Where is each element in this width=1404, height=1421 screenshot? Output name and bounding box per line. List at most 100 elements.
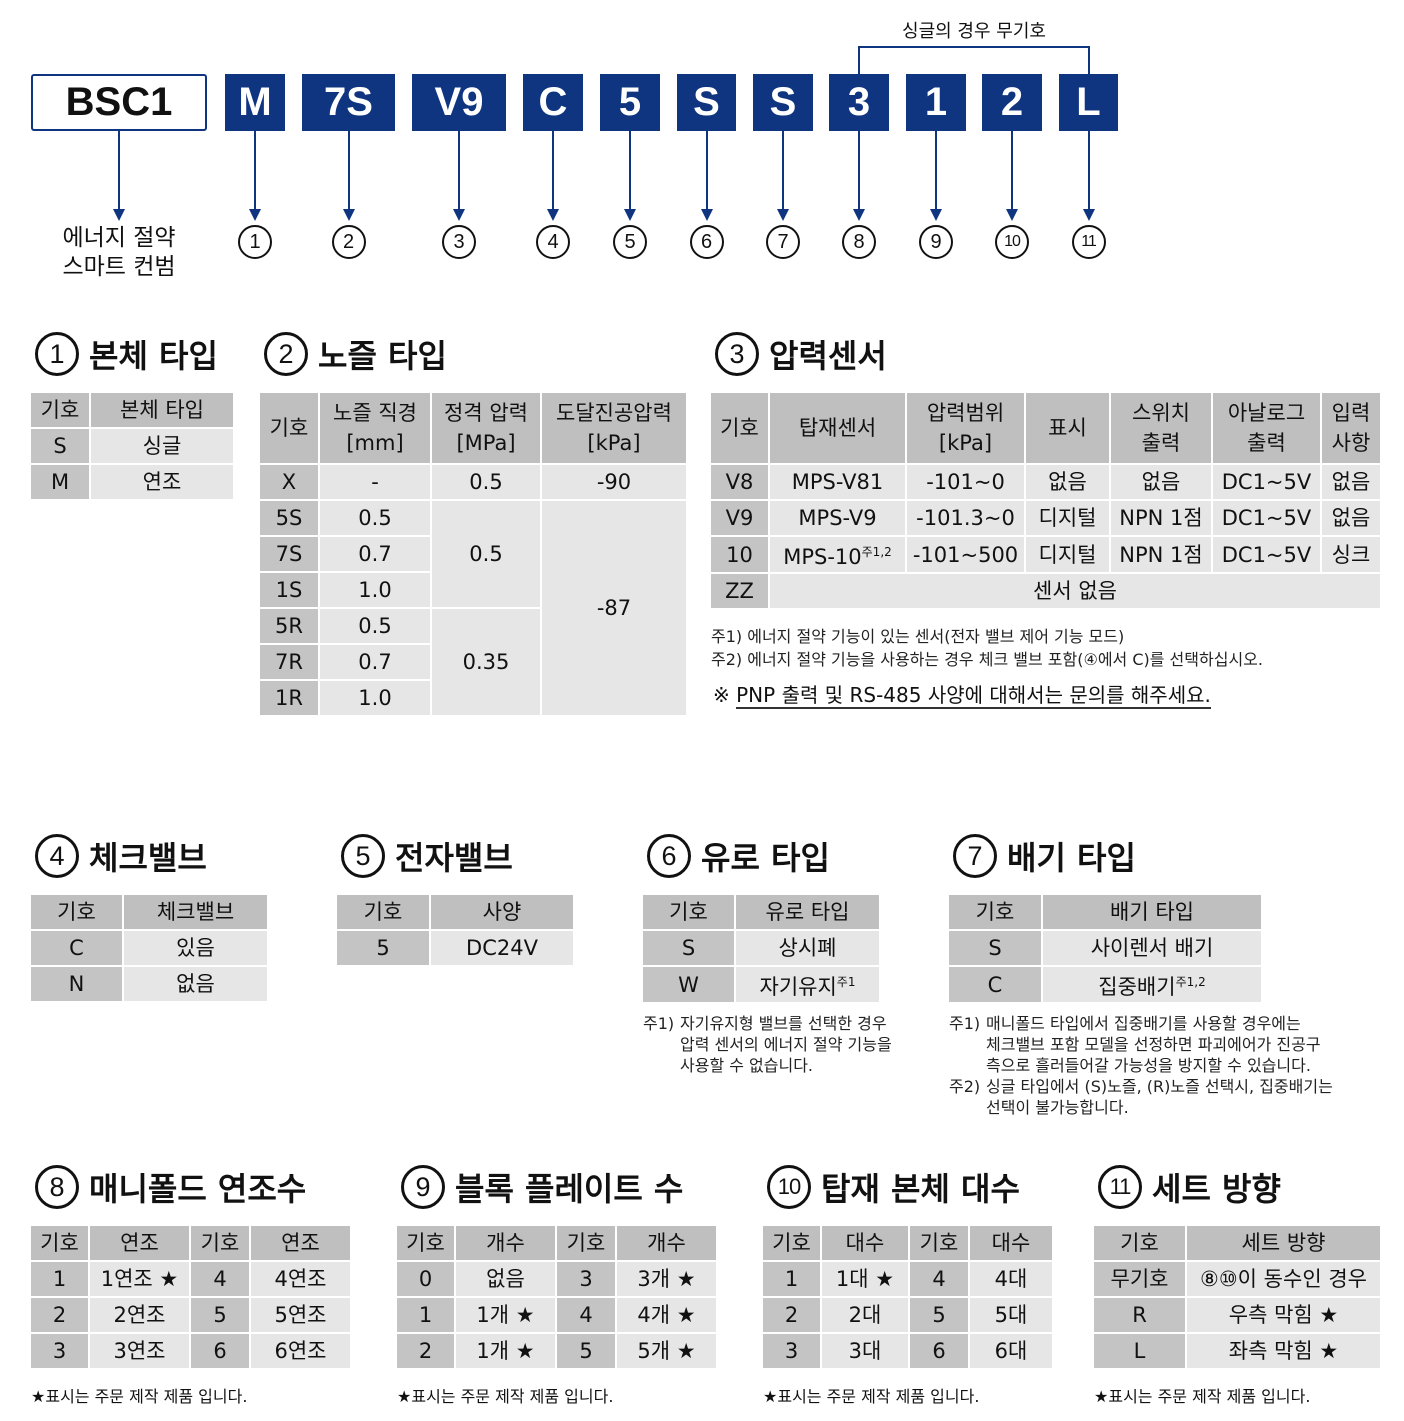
- arrow-line: [458, 131, 460, 211]
- column-header: 유로 타입: [736, 895, 879, 929]
- symbol-cell: S: [31, 429, 89, 463]
- cell-text: 0.5: [469, 542, 503, 566]
- option-number-8: 8: [842, 225, 876, 259]
- section-number: 9: [401, 1165, 445, 1209]
- section-number: 6: [647, 834, 691, 878]
- arrow-line: [782, 131, 784, 211]
- table-cell: 3연조: [90, 1334, 189, 1368]
- section-title-text: 체크밸브: [89, 839, 207, 877]
- table-cell: 연조: [91, 465, 233, 499]
- column-header: 노즐 직경 [mm]: [320, 393, 430, 463]
- symbol-cell: 6: [910, 1334, 968, 1368]
- table-cell: DC1~5V: [1213, 465, 1320, 499]
- table-cell: 사이렌서 배기: [1043, 931, 1261, 965]
- table-cell: 없음: [1322, 465, 1380, 499]
- column-header: 기호: [31, 393, 89, 427]
- symbol-cell: 1: [397, 1298, 454, 1332]
- column-header: 개수: [456, 1226, 555, 1260]
- symbol-cell: 1S: [260, 573, 318, 607]
- symbol-cell: 5: [337, 931, 429, 965]
- section-title-text: 압력센서: [769, 337, 887, 375]
- table-cell: 5대: [970, 1298, 1052, 1332]
- column-header: 대수: [970, 1226, 1052, 1260]
- arrow-line: [705, 131, 708, 211]
- option-number-2: 2: [331, 225, 366, 259]
- section-title-text: 노즐 타입: [318, 337, 447, 375]
- table-cell: 우측 막힘 ★: [1187, 1298, 1380, 1332]
- cell-text: 0.35: [462, 650, 510, 674]
- footnote-ref: 주1: [836, 975, 856, 989]
- table-cell: 0.5: [320, 609, 430, 643]
- column-header: 기호: [31, 1226, 88, 1260]
- arrow-head: [624, 209, 636, 221]
- table-cell: 6연조: [251, 1334, 350, 1368]
- symbol-cell: 무기호: [1094, 1262, 1185, 1296]
- column-header: 체크밸브: [124, 895, 267, 929]
- flow-note-1: 자기유지형 밸브를 선택한 경우 압력 센서의 에너지 절약 기능을 사용할 수…: [680, 1014, 892, 1075]
- symbol-cell: 5: [191, 1298, 249, 1332]
- code-segment-4: C: [523, 74, 583, 131]
- symbol-cell: ZZ: [711, 574, 768, 608]
- section-title-text: 전자밸브: [395, 839, 513, 877]
- table-cell: 0.5: [320, 501, 430, 535]
- exhaust-note-1: 매니폴드 타입에서 집중배기를 사용할 경우에는 체크밸브 포함 모델을 선정하…: [986, 1014, 1321, 1075]
- table-cell: -90: [542, 465, 686, 499]
- column-header: 본체 타입: [91, 393, 233, 427]
- symbol-cell: X: [260, 465, 318, 499]
- arrow-line: [254, 131, 256, 211]
- pnp-inquiry-text: PNP 출력 및 RS-485 사양에 대해서는 문의를 해주세요.: [736, 683, 1211, 709]
- code-segment-3: V9: [412, 74, 506, 131]
- symbol-cell: S: [643, 931, 734, 965]
- table-cell: NPN 1점: [1111, 501, 1211, 535]
- exhaust-note-label-2: 주2): [949, 1077, 981, 1096]
- column-header: 정격 압력 [MPa]: [432, 393, 540, 463]
- symbol-cell: 5: [910, 1298, 968, 1332]
- column-header: 연조: [90, 1226, 189, 1260]
- code-segment-1: M: [225, 74, 285, 131]
- section-number: 4: [35, 834, 79, 878]
- symbol-cell: W: [643, 967, 734, 1002]
- table-cell: 디지털: [1026, 537, 1109, 572]
- symbol-cell: 1: [763, 1262, 820, 1296]
- exhaust-note-label-1: 주1): [949, 1014, 981, 1033]
- footnote-ref: 주1,2: [1175, 975, 1206, 989]
- table-cell: 센서 없음: [770, 574, 1380, 608]
- symbol-cell: 5: [557, 1334, 615, 1368]
- symbol-cell: 0: [397, 1262, 454, 1296]
- symbol-cell: 3: [31, 1334, 88, 1368]
- symbol-cell: 5R: [260, 609, 318, 643]
- section-title-check-valve: 4 체크밸브: [35, 833, 207, 879]
- table-cell: 4연조: [251, 1262, 350, 1296]
- symbol-cell: V8: [711, 465, 768, 499]
- table-cell: 집중배기주1,2: [1043, 967, 1261, 1002]
- arrow-line: [935, 131, 937, 211]
- table-cell: DC1~5V: [1213, 537, 1320, 572]
- code-segment-2: 7S: [302, 74, 395, 131]
- sensor-note-1: 주1) 에너지 절약 기능이 있는 센서(전자 밸브 제어 기능 모드): [711, 627, 1125, 646]
- table-cell: -: [320, 465, 430, 499]
- option-number-6: 6: [689, 225, 724, 259]
- table-cell: -87: [542, 501, 686, 715]
- section-title-text: 유로 타입: [701, 839, 830, 877]
- column-header: 기호: [643, 895, 734, 929]
- table-cell: 없음: [124, 967, 267, 1001]
- column-header: 기호: [337, 895, 429, 929]
- arrow-head: [113, 209, 125, 221]
- symbol-cell: 7R: [260, 645, 318, 679]
- table-cell: 싱글: [91, 429, 233, 463]
